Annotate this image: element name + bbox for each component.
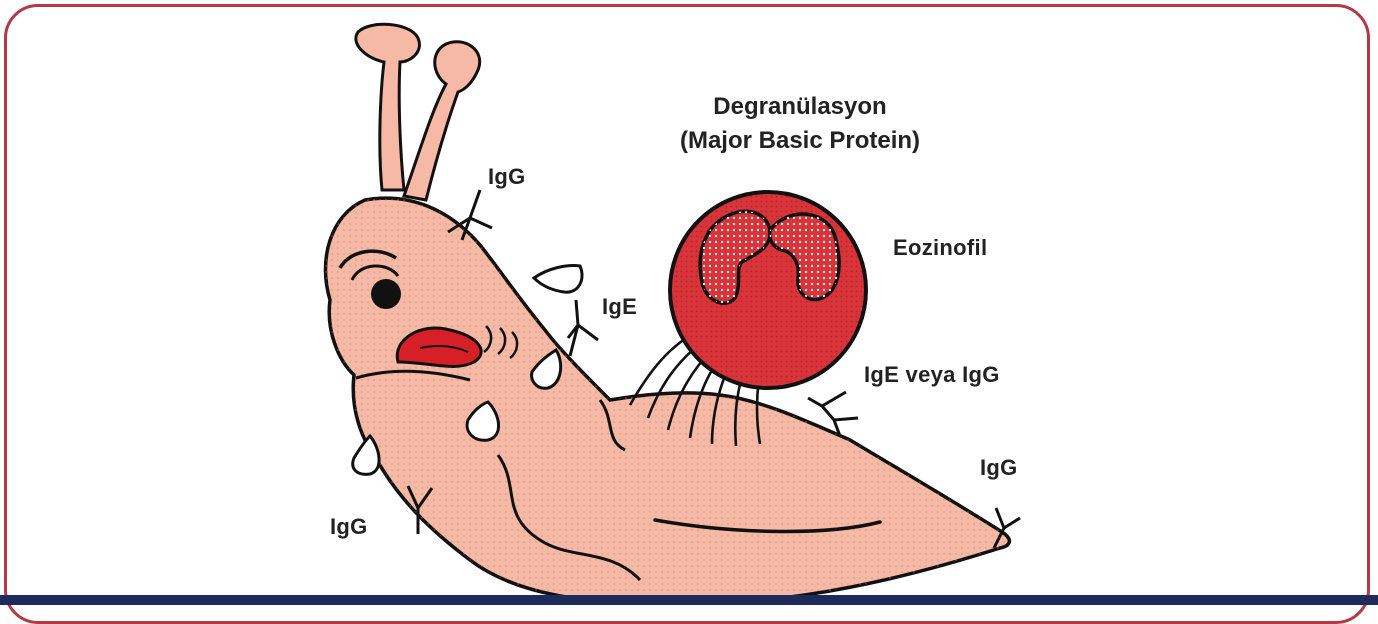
eosinophil-label: Eozinofil: [893, 235, 987, 261]
igg-top-label: IgG: [488, 164, 526, 190]
title-line-2: (Major Basic Protein): [600, 124, 1000, 158]
bottom-band: [0, 595, 1378, 605]
antibody-ige-icon: [568, 300, 598, 356]
ige-label: IgE: [602, 294, 637, 320]
igg-left-label: IgG: [330, 514, 368, 540]
slug-antennae: [356, 24, 480, 200]
eosinophil-cell: [670, 192, 866, 388]
ige-or-igg-label: IgE veya IgG: [864, 362, 1000, 388]
igg-right-label: IgG: [980, 455, 1018, 481]
diagram-title: Degranülasyon (Major Basic Protein): [600, 90, 1000, 158]
title-line-1: Degranülasyon: [600, 90, 1000, 124]
